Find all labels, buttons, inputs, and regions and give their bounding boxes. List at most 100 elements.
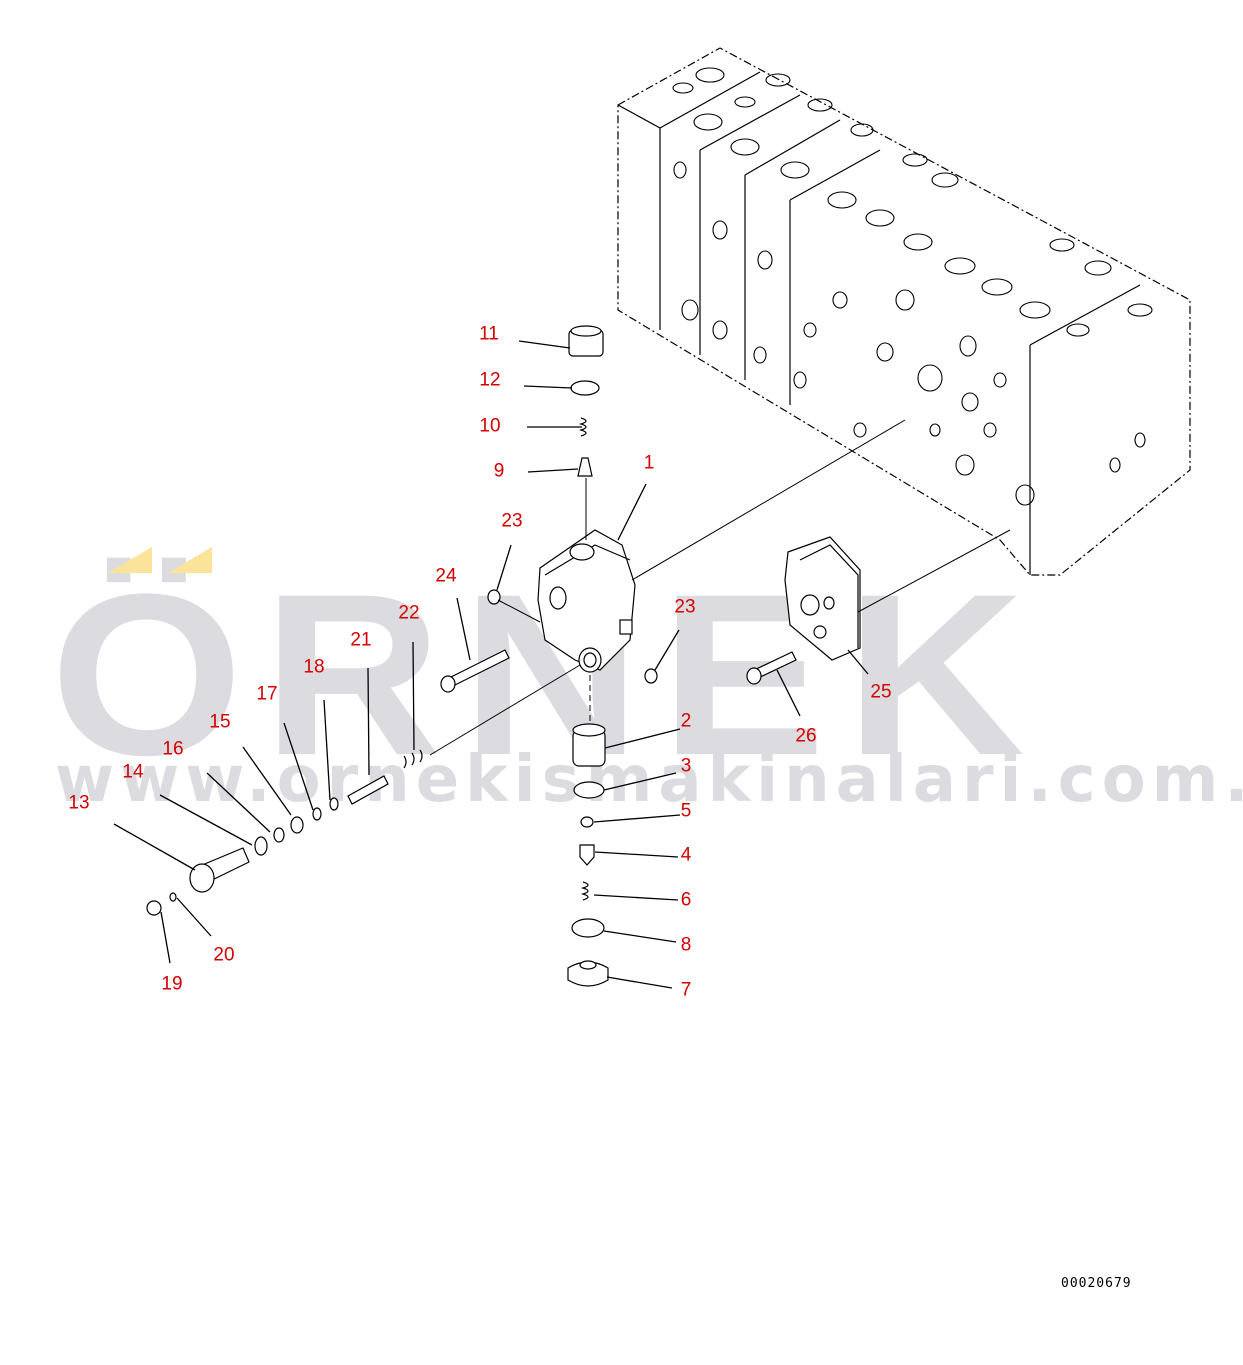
- watermark-logo: ÖRNEK: [50, 560, 1044, 790]
- callout-25: 25: [870, 681, 892, 703]
- leader-lines: [113, 340, 869, 989]
- port-hole: [712, 220, 728, 240]
- port-hole: [929, 423, 941, 437]
- port-hole: [1127, 303, 1153, 317]
- leader-line-14: [159, 794, 253, 846]
- logo-accent: [108, 547, 152, 573]
- port-hole: [1084, 260, 1112, 276]
- port-hole: [1049, 238, 1075, 252]
- valve-ports: [672, 67, 1153, 506]
- spring-part-10: [578, 417, 587, 437]
- leader-line-5: [593, 814, 681, 823]
- callout-7: 7: [680, 979, 692, 1001]
- leader-line-11: [518, 340, 571, 349]
- port-hole: [753, 346, 767, 364]
- ring-part-16: [273, 827, 285, 843]
- port-hole: [853, 422, 867, 438]
- control-valve-body: [617, 47, 1191, 576]
- leader-line-19: [160, 911, 171, 964]
- seat-part-5: [580, 816, 594, 828]
- ring-part-17: [312, 807, 322, 821]
- ring-part-3: [573, 781, 605, 799]
- leader-line-4: [594, 851, 679, 858]
- callout-10: 10: [479, 415, 501, 437]
- callout-4: 4: [680, 844, 692, 866]
- port-hole: [793, 371, 807, 389]
- leader-line-13: [113, 823, 196, 871]
- callout-12: 12: [479, 369, 501, 391]
- small-parts: [146, 325, 797, 987]
- callout-11: 11: [479, 323, 499, 345]
- sleeve-top: [572, 723, 606, 737]
- callout-13: 13: [68, 792, 90, 814]
- port-hole: [681, 299, 699, 321]
- leader-line-15: [242, 746, 292, 816]
- plug-part-7: [567, 961, 609, 987]
- port-hole: [695, 67, 725, 83]
- callout-14: 14: [122, 761, 144, 783]
- leader-line-26: [776, 669, 801, 717]
- bolt-head-26: [746, 667, 762, 685]
- port-hole: [865, 209, 895, 227]
- callout-23: 23: [674, 596, 696, 618]
- ring-part-20: [169, 892, 177, 902]
- spring-part-6: [580, 881, 589, 901]
- leader-line-20: [176, 897, 212, 937]
- drawing-number: 00020679: [1061, 1276, 1132, 1291]
- leader-line-9: [527, 468, 579, 473]
- callout-1: 1: [643, 452, 655, 474]
- leader-line-12: [523, 385, 573, 389]
- port-hole: [959, 335, 977, 357]
- leader-line-16: [206, 772, 271, 833]
- port-hole: [895, 289, 915, 311]
- callout-21: 21: [350, 629, 372, 651]
- ring-part-18: [329, 797, 339, 811]
- callout-5: 5: [680, 800, 692, 822]
- piston-part-21: [347, 775, 389, 805]
- port-hole: [1109, 457, 1121, 473]
- callout-26: 26: [795, 725, 817, 747]
- port-hole: [1134, 432, 1146, 448]
- port-hole: [780, 161, 810, 179]
- port-hole: [693, 113, 723, 131]
- valve-section-part-1: [537, 529, 636, 673]
- valve-head-13: [189, 863, 215, 893]
- plug-part-23: [487, 589, 501, 605]
- leader-line-1: [617, 483, 647, 541]
- leader-line-22: [412, 641, 415, 751]
- callout-18: 18: [303, 656, 325, 678]
- poppet-part-4: [579, 844, 595, 866]
- port-hole: [903, 233, 933, 251]
- o-ring-part-12: [570, 380, 600, 396]
- port-hole: [944, 257, 976, 275]
- leader-line-3: [603, 772, 677, 791]
- port-hole: [803, 322, 817, 338]
- cover-part-25: [784, 536, 861, 661]
- callout-22: 22: [398, 602, 420, 624]
- leader-line-25: [847, 649, 869, 675]
- port-hole: [673, 161, 687, 179]
- port-hole: [961, 392, 979, 412]
- callout-16: 16: [162, 738, 184, 760]
- callout-6: 6: [680, 889, 692, 911]
- port-hole: [827, 191, 857, 209]
- port-hole: [712, 320, 728, 340]
- leader-line-21: [367, 667, 370, 776]
- leader-line-6: [593, 894, 679, 901]
- leader-line-24: [456, 597, 471, 661]
- callout-17: 17: [256, 683, 278, 705]
- port-hole: [807, 98, 833, 112]
- callout-9: 9: [493, 460, 505, 482]
- callout-15: 15: [209, 711, 231, 733]
- port-hole: [734, 96, 756, 108]
- leader-line-23: [496, 544, 512, 591]
- assembly-centerlines: [429, 419, 1011, 756]
- leader-line-2: [604, 728, 681, 749]
- callout-3: 3: [680, 755, 692, 777]
- leader-line-18: [323, 699, 331, 801]
- port-hole: [672, 82, 694, 94]
- plug-part-23b: [644, 668, 658, 684]
- port-hole: [955, 454, 975, 476]
